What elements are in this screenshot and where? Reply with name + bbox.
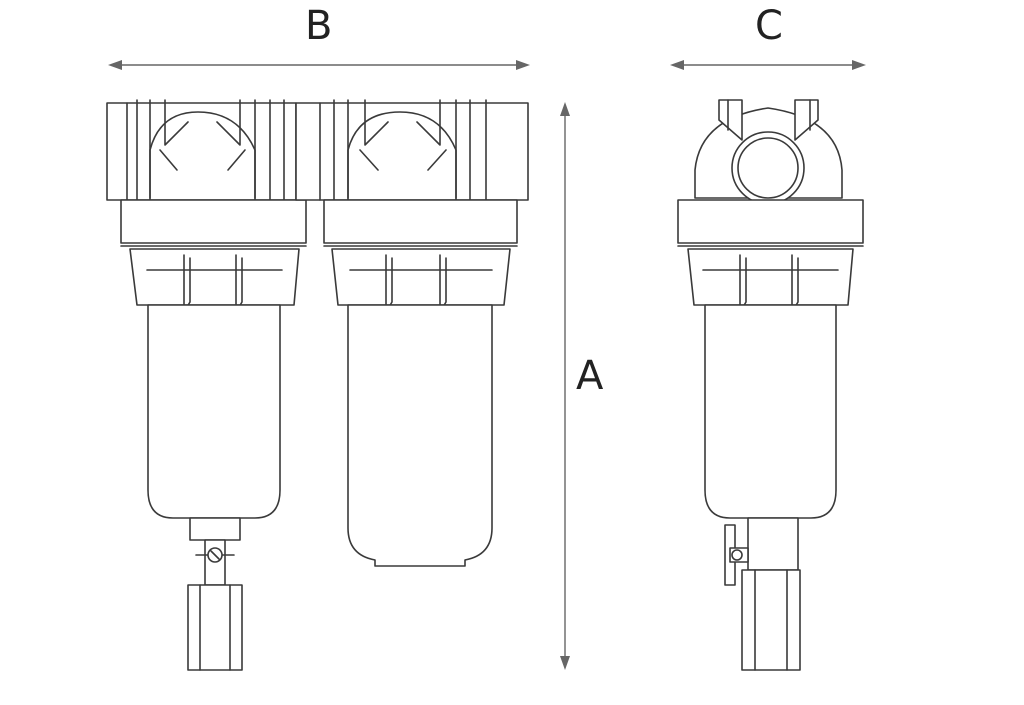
filter-middle — [295, 99, 529, 567]
dimension-label-b: B — [305, 3, 333, 49]
dimension-line-a — [560, 102, 570, 670]
filter-side-view — [677, 99, 864, 671]
dimension-line-b — [108, 60, 530, 70]
filter-left — [106, 99, 307, 671]
side-drain-valve-icon — [724, 524, 749, 586]
dimension-label-c: C — [755, 3, 783, 49]
dimension-line-c — [670, 60, 866, 70]
drain-valve-icon — [195, 547, 235, 563]
inlet-port-icon — [731, 131, 805, 205]
dimension-label-a: A — [576, 353, 604, 399]
